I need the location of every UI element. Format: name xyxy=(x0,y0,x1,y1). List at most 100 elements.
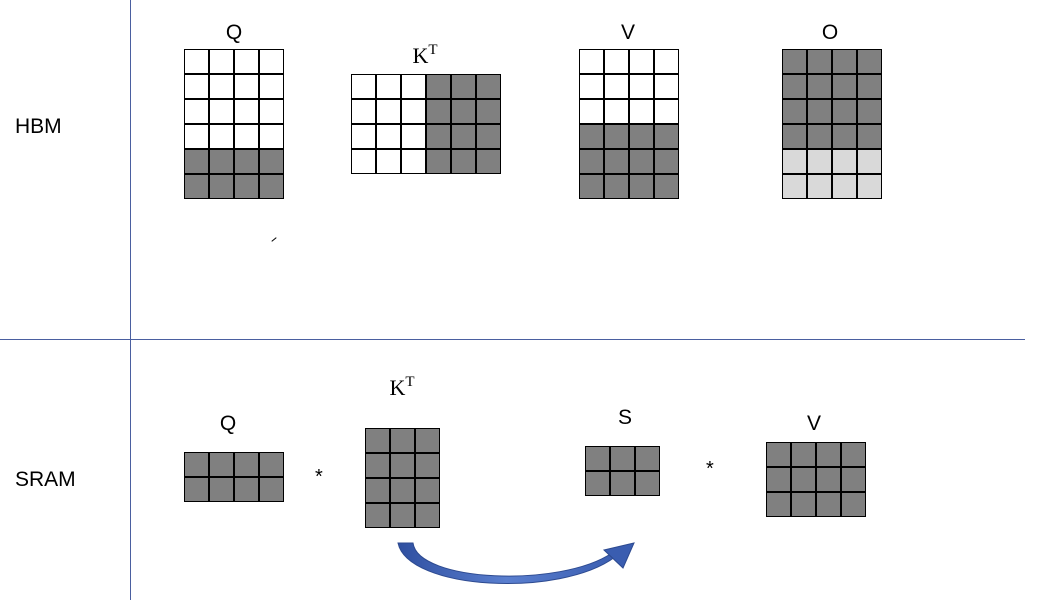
matrix-cell xyxy=(234,452,259,477)
matrix-cell xyxy=(610,446,635,471)
matrix-cell xyxy=(841,442,866,467)
hbm-v-matrix xyxy=(579,49,679,199)
matrix-cell xyxy=(857,99,882,124)
multiply-operator-2: * xyxy=(706,458,714,480)
matrix-cell xyxy=(234,477,259,502)
matrix-cell xyxy=(579,174,604,199)
matrix-cell xyxy=(782,49,807,74)
matrix-cell xyxy=(807,174,832,199)
matrix-cell xyxy=(579,149,604,174)
sram-kt-matrix xyxy=(365,428,440,528)
hbm-kt-label-base: K xyxy=(412,43,429,68)
matrix-cell xyxy=(209,452,234,477)
matrix-cell xyxy=(782,174,807,199)
matrix-cell xyxy=(376,124,401,149)
matrix-cell xyxy=(390,503,415,528)
matrix-cell xyxy=(832,149,857,174)
matrix-cell xyxy=(451,149,476,174)
matrix-cell xyxy=(604,124,629,149)
matrix-cell xyxy=(234,124,259,149)
matrix-cell xyxy=(209,49,234,74)
matrix-cell xyxy=(184,124,209,149)
hbm-q-matrix xyxy=(184,49,284,199)
hbm-v-label: V xyxy=(620,21,635,44)
matrix-cell xyxy=(376,149,401,174)
matrix-cell xyxy=(451,99,476,124)
matrix-cell xyxy=(857,124,882,149)
matrix-cell xyxy=(604,174,629,199)
sram-kt-label-base: K xyxy=(389,375,406,400)
matrix-cell xyxy=(259,124,284,149)
matrix-cell xyxy=(579,49,604,74)
sram-v-matrix xyxy=(766,442,866,517)
hbm-o-label: O xyxy=(821,21,839,44)
multiply-operator-1: * xyxy=(315,466,323,488)
matrix-cell xyxy=(654,99,679,124)
matrix-cell xyxy=(184,149,209,174)
matrix-cell xyxy=(585,471,610,496)
matrix-cell xyxy=(209,149,234,174)
matrix-cell xyxy=(832,74,857,99)
matrix-cell xyxy=(585,446,610,471)
matrix-cell xyxy=(832,49,857,74)
matrix-cell xyxy=(184,174,209,199)
sram-s-matrix xyxy=(585,446,660,496)
matrix-cell xyxy=(816,492,841,517)
matrix-cell xyxy=(476,149,501,174)
matrix-cell xyxy=(654,49,679,74)
matrix-cell xyxy=(610,471,635,496)
matrix-cell xyxy=(184,74,209,99)
matrix-cell xyxy=(857,49,882,74)
matrix-cell xyxy=(604,74,629,99)
matrix-cell xyxy=(476,124,501,149)
sram-kt-label: KT xyxy=(372,374,432,401)
matrix-cell xyxy=(766,467,791,492)
matrix-cell xyxy=(841,467,866,492)
matrix-cell xyxy=(209,74,234,99)
matrix-cell xyxy=(654,174,679,199)
matrix-cell xyxy=(807,149,832,174)
matrix-cell xyxy=(234,149,259,174)
matrix-cell xyxy=(476,99,501,124)
sram-q-label: Q xyxy=(219,412,237,435)
matrix-cell xyxy=(415,503,440,528)
matrix-cell xyxy=(365,453,390,478)
matrix-cell xyxy=(376,99,401,124)
vertical-divider xyxy=(130,0,131,600)
matrix-cell xyxy=(415,428,440,453)
matrix-cell xyxy=(259,477,284,502)
matrix-cell xyxy=(401,124,426,149)
matrix-cell xyxy=(401,74,426,99)
matrix-cell xyxy=(629,49,654,74)
matrix-cell xyxy=(857,174,882,199)
matrix-cell xyxy=(259,174,284,199)
matrix-cell xyxy=(184,99,209,124)
matrix-cell xyxy=(351,149,376,174)
matrix-cell xyxy=(857,149,882,174)
matrix-cell xyxy=(184,477,209,502)
matrix-cell xyxy=(234,49,259,74)
matrix-cell xyxy=(635,446,660,471)
matrix-cell xyxy=(807,74,832,99)
matrix-cell xyxy=(451,124,476,149)
matrix-cell xyxy=(259,74,284,99)
row-label-sram: SRAM xyxy=(15,468,76,491)
matrix-cell xyxy=(782,149,807,174)
matrix-cell xyxy=(365,428,390,453)
matrix-cell xyxy=(832,124,857,149)
matrix-cell xyxy=(426,149,451,174)
matrix-cell xyxy=(365,503,390,528)
matrix-cell xyxy=(209,477,234,502)
matrix-cell xyxy=(234,174,259,199)
matrix-cell xyxy=(629,149,654,174)
matrix-cell xyxy=(807,99,832,124)
matrix-cell xyxy=(259,49,284,74)
matrix-cell xyxy=(234,74,259,99)
matrix-cell xyxy=(782,74,807,99)
matrix-cell xyxy=(351,124,376,149)
matrix-cell xyxy=(184,49,209,74)
matrix-cell xyxy=(791,467,816,492)
matrix-cell xyxy=(816,467,841,492)
sram-s-label: S xyxy=(617,406,632,429)
